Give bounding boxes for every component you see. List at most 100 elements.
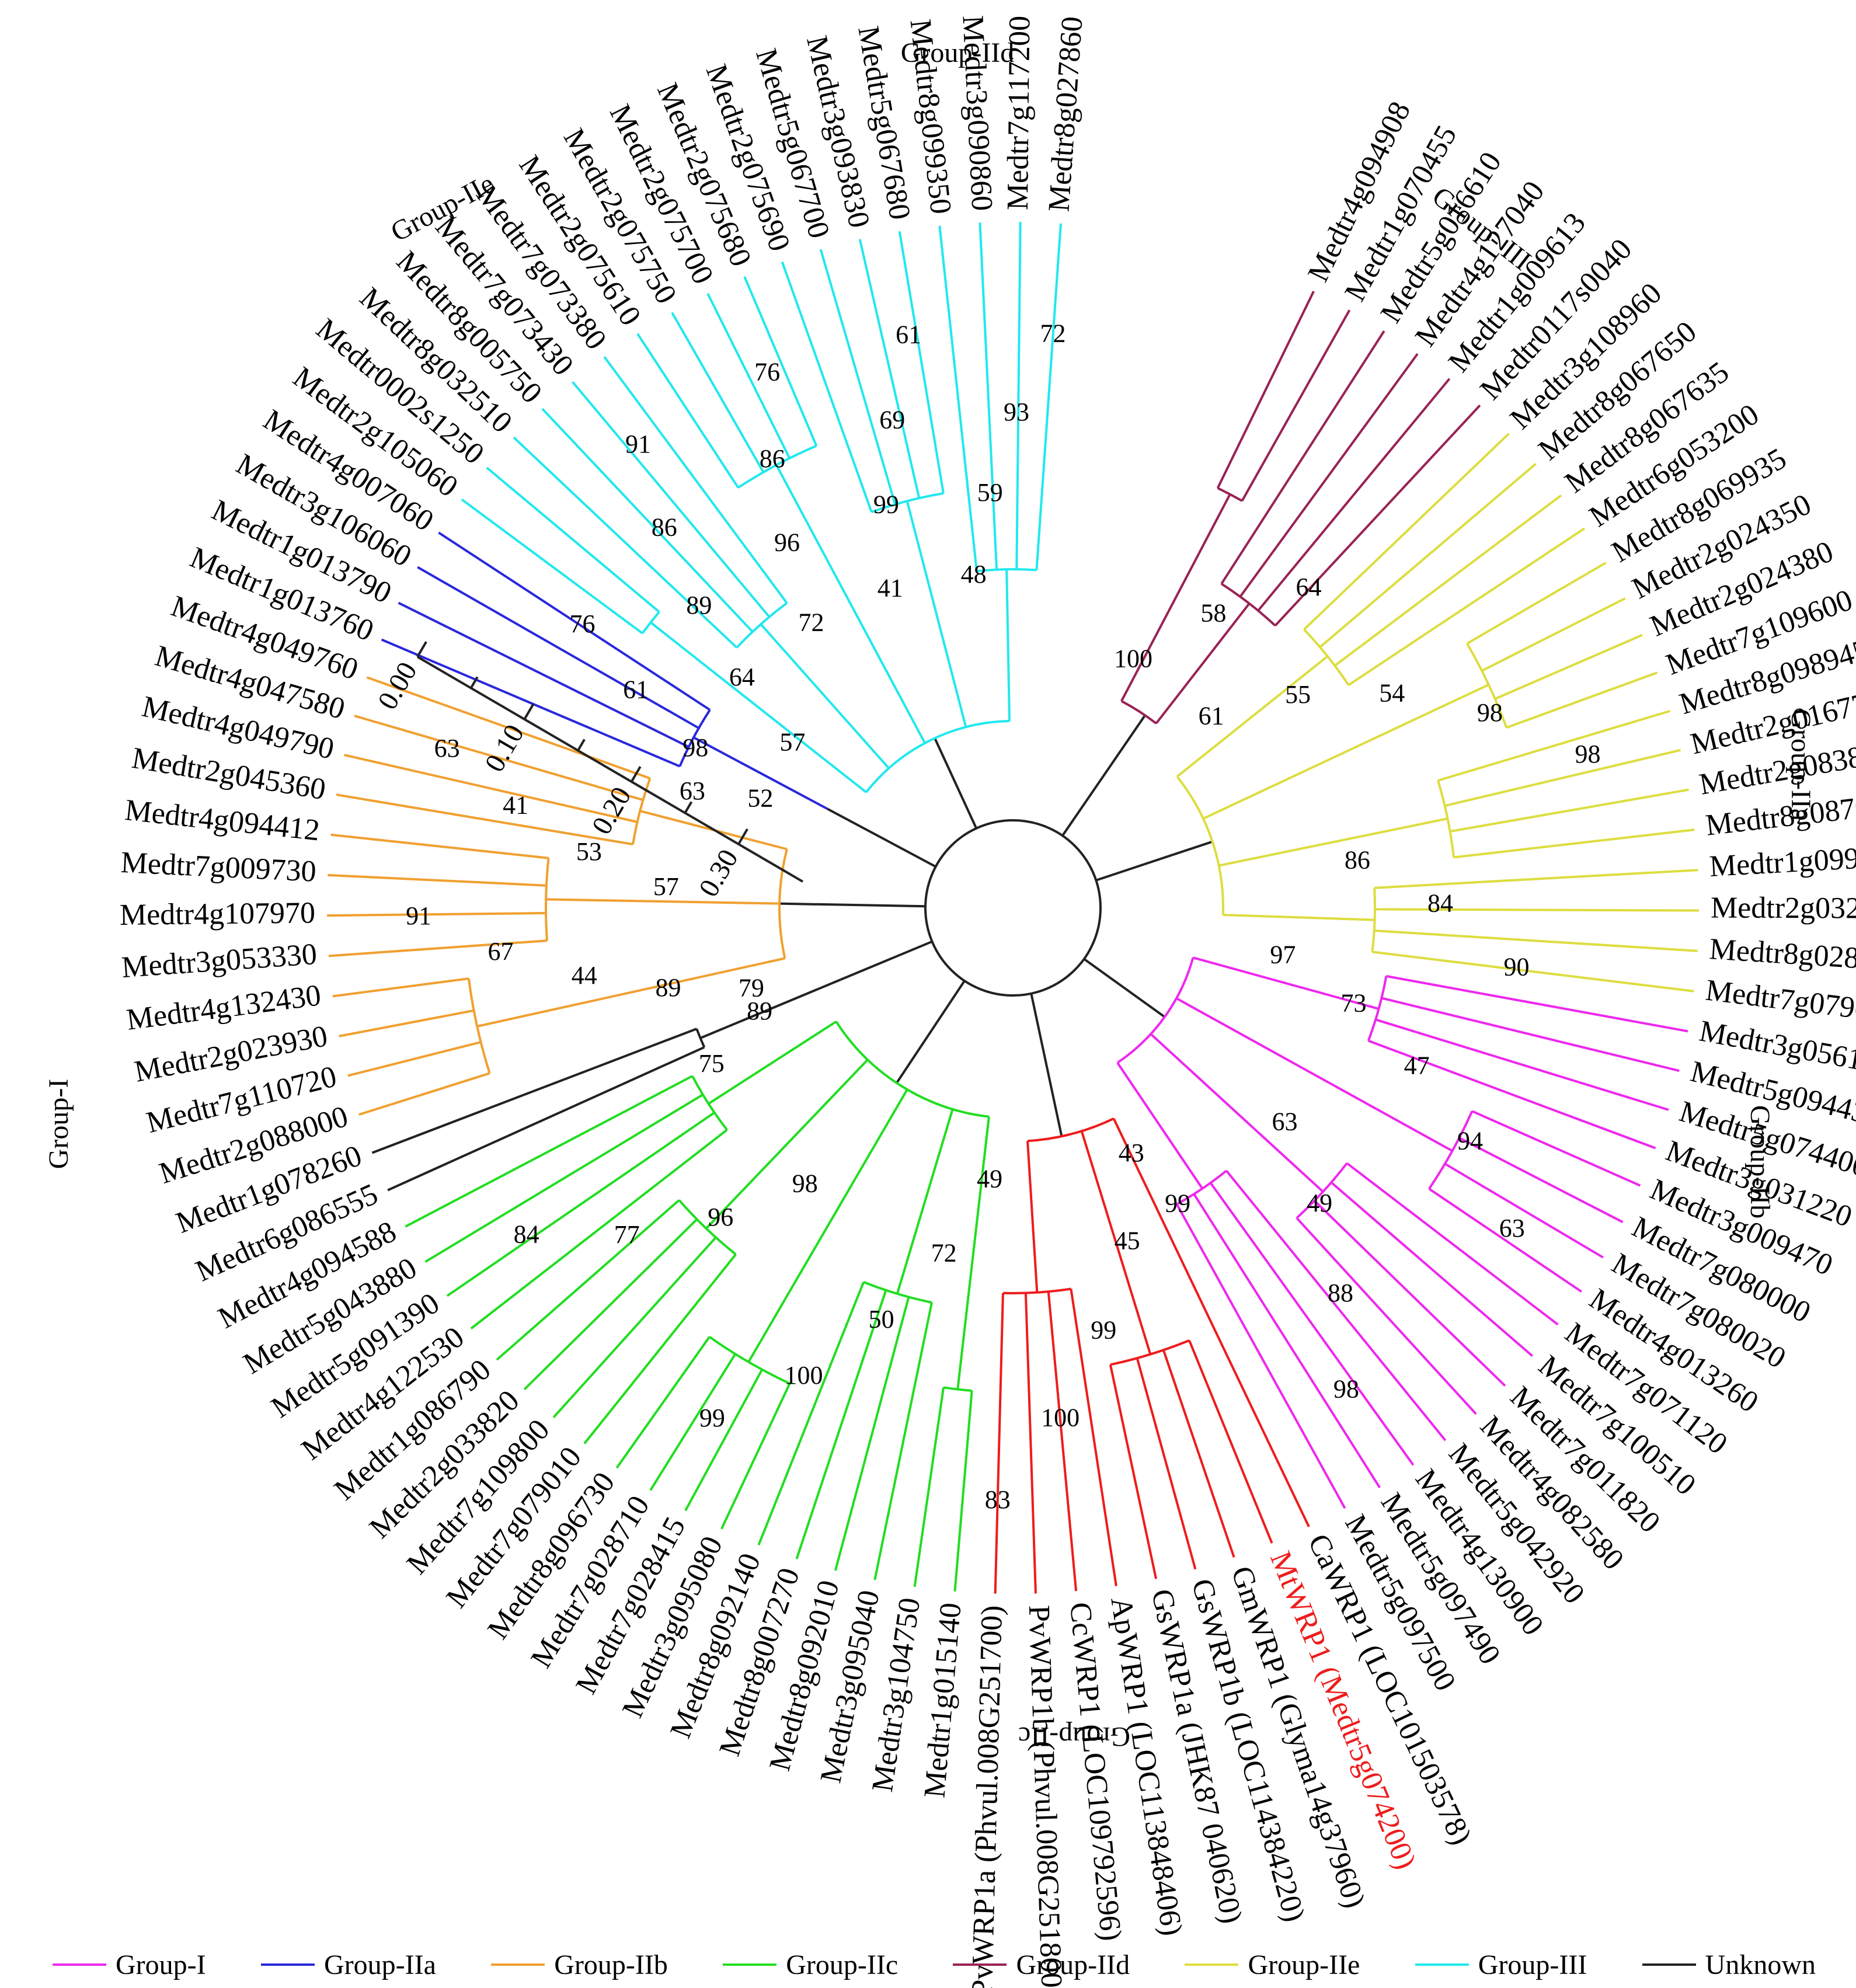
leaf-branch	[461, 498, 643, 635]
leaf-branch	[417, 566, 699, 729]
leaf-branch	[1481, 597, 1626, 672]
scale-minor-tick	[684, 801, 693, 814]
leaf-branch	[1175, 1203, 1346, 1509]
leaf-branch	[1239, 353, 1419, 598]
scale-tick	[523, 704, 535, 720]
leaf-branch	[344, 754, 638, 823]
leaf-branch	[819, 249, 897, 505]
leaf-branch	[1136, 1357, 1197, 1570]
legend-item: Group-IIe	[1185, 1949, 1360, 1981]
leaf-branch	[1381, 997, 1680, 1073]
leaf-branch	[1209, 1182, 1415, 1466]
leaf-branch	[938, 225, 978, 572]
subclade-arc	[1466, 643, 1508, 728]
leaf-branch	[330, 833, 549, 859]
leaf-branch	[1024, 1293, 1037, 1594]
legend-item: Group-IIc	[723, 1949, 898, 1981]
leaf-branch	[1386, 974, 1688, 1033]
group-label: Group-IIb	[1744, 1105, 1775, 1219]
leaf-branch	[366, 676, 651, 780]
bootstrap-value: 88	[1328, 1279, 1353, 1307]
bootstrap-value: 99	[1165, 1189, 1190, 1217]
subclade-arc	[863, 1280, 932, 1304]
group-stem	[779, 902, 926, 908]
leaf-branch	[1428, 1188, 1583, 1293]
leaf-branch	[743, 276, 818, 447]
group-stem	[896, 980, 966, 1084]
bootstrap-value: 49	[977, 1164, 1002, 1193]
bootstrap-value: 84	[514, 1220, 539, 1249]
subclade-arc	[1176, 1169, 1227, 1206]
leaf-branch	[398, 601, 690, 748]
bootstrap-value: 64	[729, 663, 755, 691]
legend-label: Group-IId	[1016, 1949, 1130, 1980]
bootstrap-value: 84	[1427, 889, 1453, 918]
legend-swatch	[1185, 1963, 1239, 1966]
leaf-branch	[1374, 929, 1698, 952]
bootstrap-value: 93	[1004, 398, 1029, 426]
bootstrap-value: 55	[1285, 680, 1311, 709]
bootstrap-value: 64	[1296, 573, 1321, 601]
legend-item: Group-I	[53, 1949, 206, 1981]
leaf-branch	[1494, 633, 1643, 700]
bootstrap-value: 76	[569, 610, 595, 638]
subclade-arc	[632, 778, 652, 845]
subclade-arc	[736, 602, 788, 649]
subclade-arc	[1367, 976, 1388, 1042]
subclade-arc	[1437, 780, 1455, 858]
leaf-branch	[1109, 1364, 1158, 1579]
subclade-stem	[760, 623, 890, 770]
subclade-stem	[1223, 913, 1375, 921]
bootstrap-value: 98	[1333, 1374, 1359, 1403]
bootstrap-value: 57	[653, 872, 679, 901]
subclade-stem	[775, 464, 926, 744]
leaf-branch	[1375, 1018, 1669, 1111]
leaf-branch	[1314, 1200, 1506, 1387]
leaf-branch	[1437, 709, 1671, 782]
subclade-arc	[467, 978, 491, 1074]
leaf-label: Medtr7g009730	[120, 846, 317, 889]
bootstrap-value: 41	[877, 573, 903, 602]
bootstrap-value: 86	[1345, 845, 1370, 874]
bootstrap-value: 86	[652, 513, 677, 541]
leaf-branch	[1444, 748, 1681, 807]
bootstrap-value: 49	[1307, 1189, 1332, 1217]
leaf-branch	[781, 261, 873, 513]
leaf-branch	[636, 333, 740, 489]
legend-label: Group-IIe	[1248, 1949, 1360, 1980]
bootstrap-value: 67	[488, 937, 514, 966]
leaf-branch	[1458, 1137, 1624, 1223]
subclade-arc	[678, 709, 711, 767]
leaf-branch	[405, 1075, 693, 1228]
bootstrap-value: 43	[1119, 1139, 1144, 1167]
subclade-stem	[906, 500, 967, 727]
group-arc	[835, 1021, 990, 1118]
subclade-stem	[1176, 997, 1453, 1153]
group-stem	[827, 807, 936, 868]
leaf-label: Medtr3g053330	[120, 938, 318, 984]
scale-label: 0.30	[693, 844, 744, 902]
bootstrap-value: 99	[1091, 1316, 1116, 1345]
subclade-stem	[1218, 817, 1448, 867]
bootstrap-value: 58	[1200, 599, 1226, 628]
subclade-stem	[956, 1116, 990, 1390]
subclade-arc	[1217, 487, 1243, 502]
leaf-branch	[1466, 562, 1607, 645]
leaf-branch	[358, 1072, 490, 1116]
bootstrap-value: 98	[792, 1169, 818, 1198]
subclade-stem	[699, 979, 841, 1039]
group-stem	[1083, 958, 1166, 1018]
leaf-branch	[332, 977, 469, 998]
group-label: Group-IIa	[1785, 709, 1816, 821]
legend-swatch	[260, 1963, 315, 1966]
scale-tick	[416, 641, 427, 658]
leaf-branch	[336, 793, 633, 846]
bootstrap-value: 96	[708, 1203, 733, 1231]
bootstrap-value: 48	[961, 560, 987, 589]
scale-minor-tick	[469, 676, 479, 689]
leaf-branch	[898, 231, 945, 494]
leaf-branch	[1241, 309, 1351, 502]
group-stem	[840, 940, 933, 981]
bootstrap-value: 89	[686, 591, 712, 619]
